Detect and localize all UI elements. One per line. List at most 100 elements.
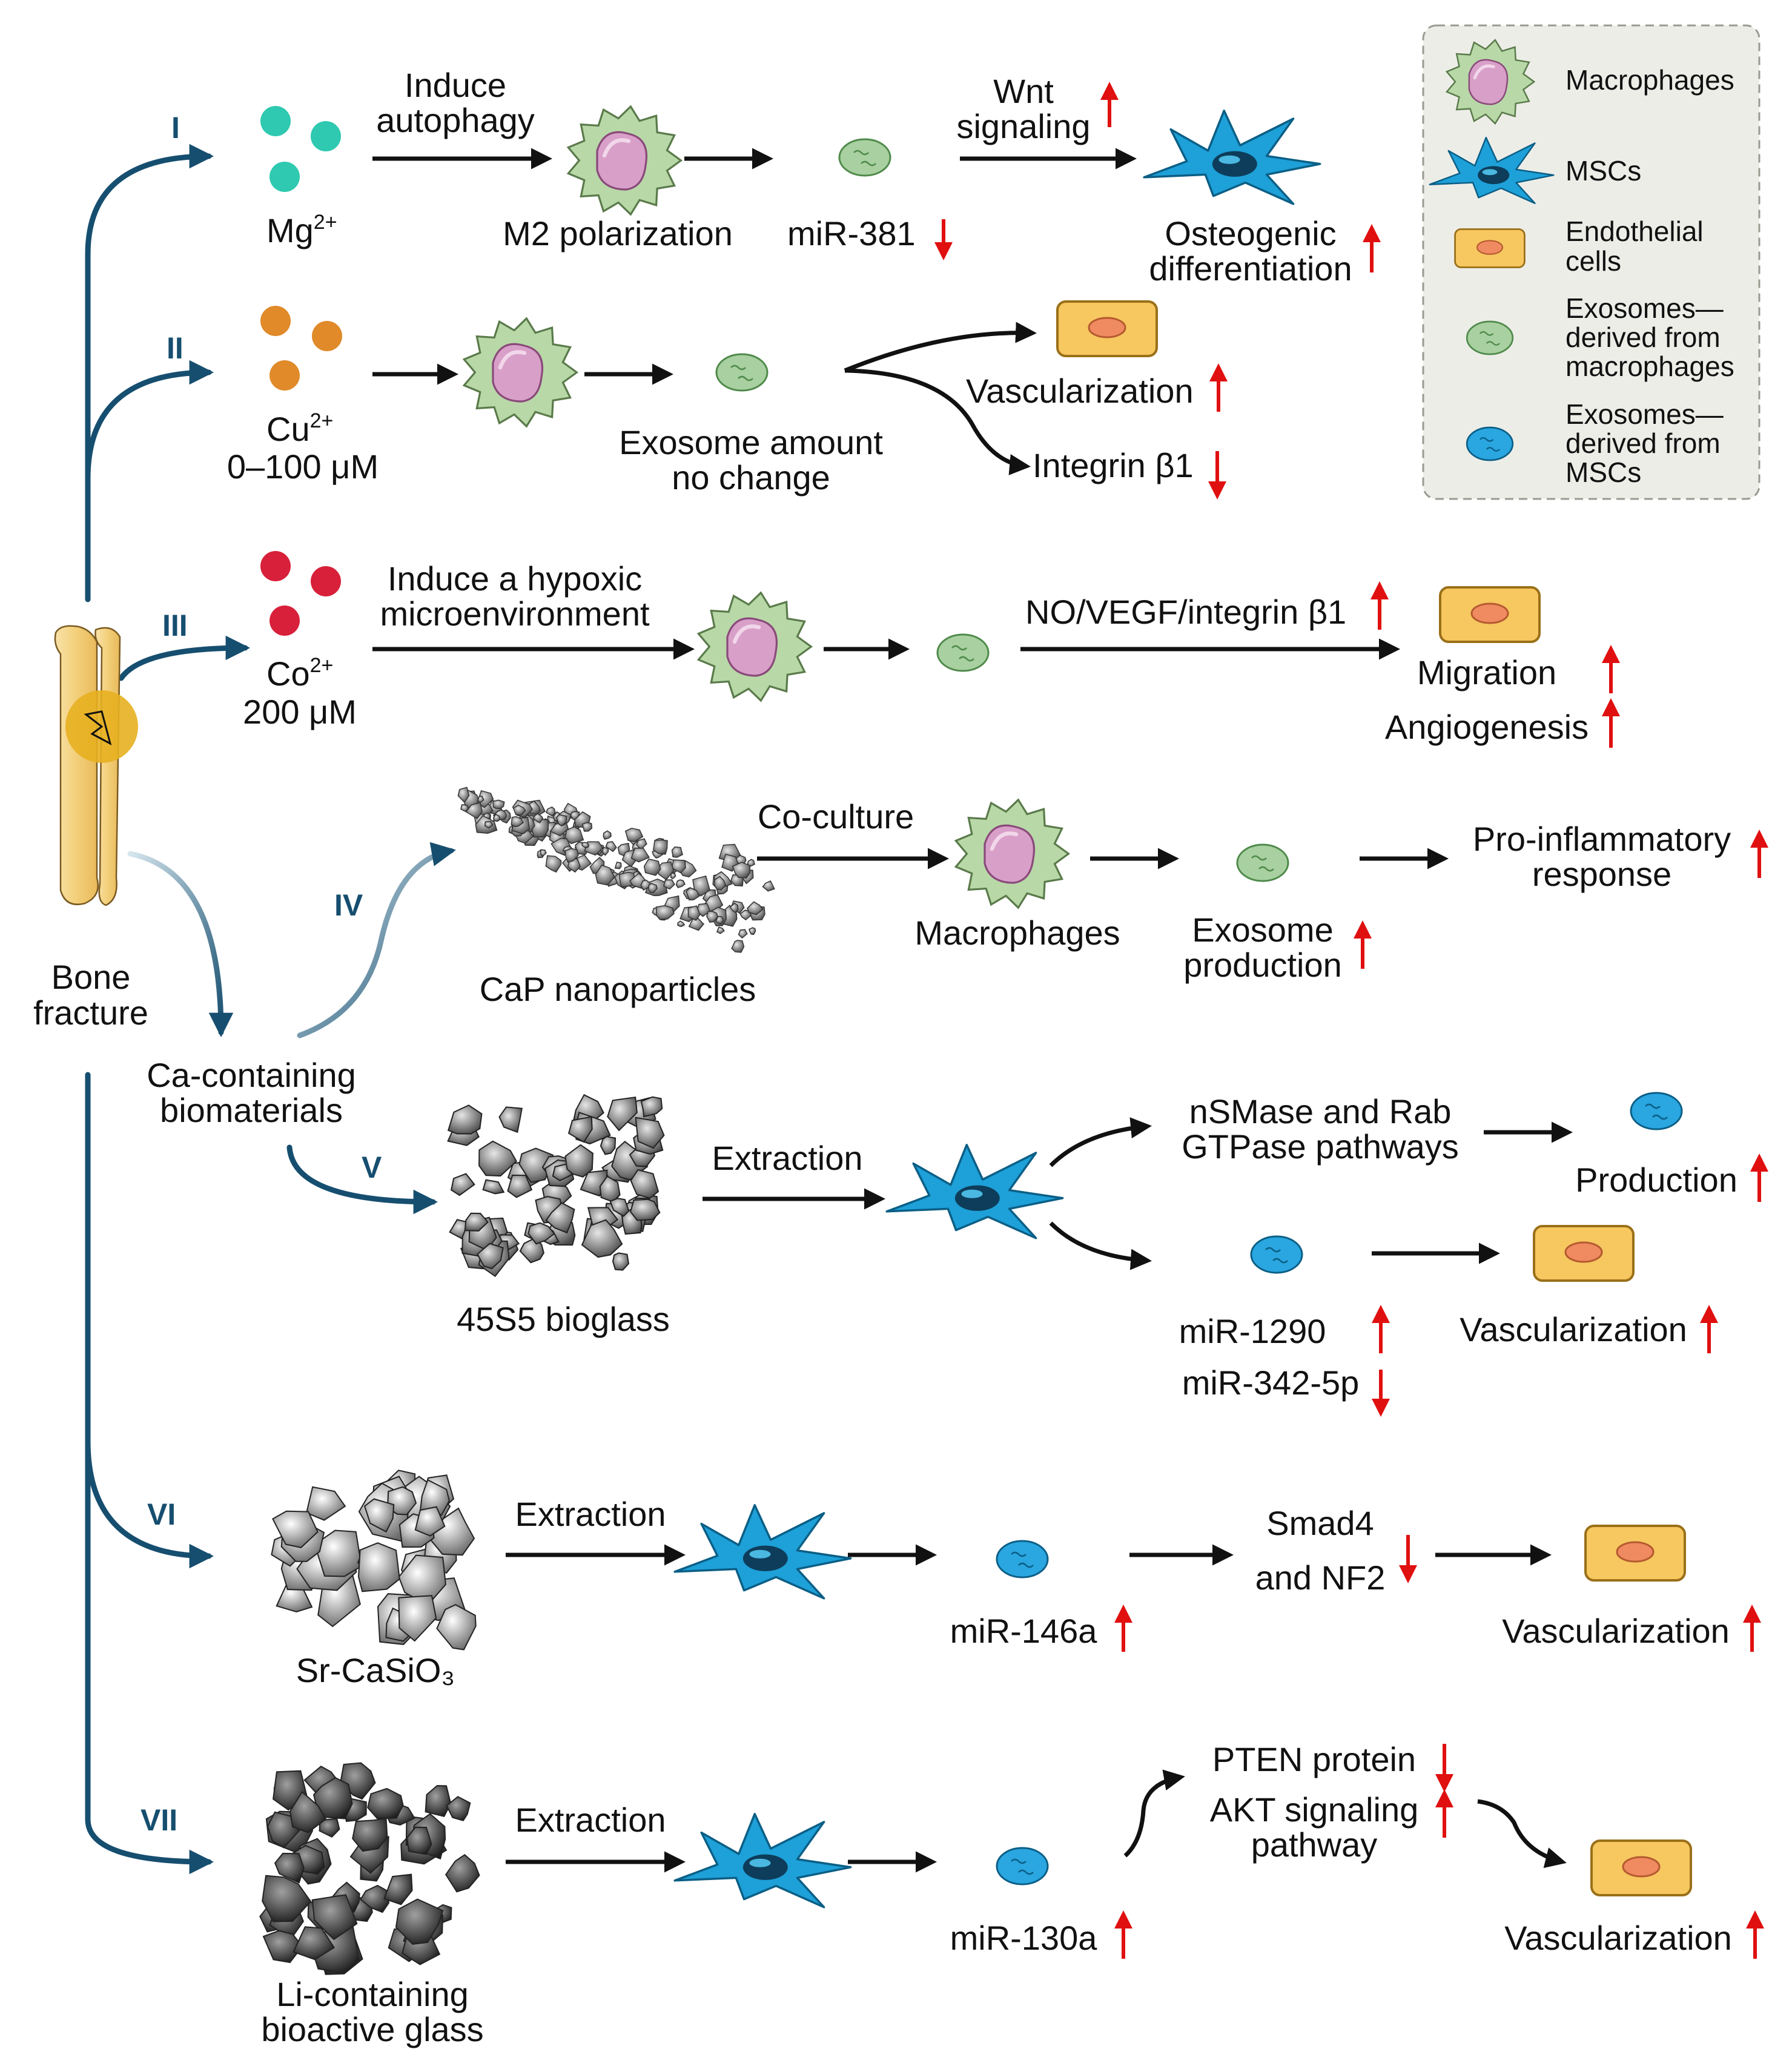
migration-label: Migration	[1417, 653, 1556, 691]
cap-particle	[540, 849, 547, 857]
osteogenic-label: Osteogenic	[1165, 214, 1336, 252]
cap-particle	[564, 848, 579, 863]
arrow-V-up-branch	[1049, 1117, 1152, 1167]
exosome-rna	[1018, 1562, 1034, 1568]
cap-particle	[640, 879, 652, 891]
exosome-rna	[730, 365, 746, 371]
exosome-body	[1250, 1235, 1303, 1274]
bone-fracture-label-2: fracture	[33, 994, 148, 1032]
rock-fragment	[262, 1875, 312, 1922]
cap-particle	[511, 816, 524, 827]
bone-branches	[85, 144, 456, 1875]
induce-hypoxic-2: microenvironment	[380, 595, 649, 633]
co-label: Co2+	[266, 654, 333, 693]
rock-fragment	[363, 1498, 395, 1533]
branch-V	[286, 1144, 438, 1215]
exosome-body	[996, 1847, 1049, 1886]
macrophage-highlight	[732, 624, 761, 644]
cu-ions	[260, 306, 342, 391]
cap-particle	[493, 813, 501, 822]
exosome-rna	[951, 645, 967, 651]
branch-VI-VII-trunk	[85, 1072, 214, 1875]
no-vegf-label: NO/VEGF/integrin β1	[1025, 593, 1346, 631]
mg-ion	[260, 106, 291, 136]
arrow-II-down-branch	[844, 368, 1031, 475]
numerals: I II III IV V VI VII	[141, 111, 382, 1837]
endothelial-VII	[1590, 1839, 1692, 1896]
mir146a-label: miR-146a	[950, 1612, 1098, 1650]
pathway-V: 45S5 bioglass Extraction nSMase and Rab …	[447, 1092, 1768, 1417]
exosome-rna	[1480, 331, 1494, 336]
cap-particle	[614, 862, 622, 869]
rock-fragment	[262, 1930, 303, 1964]
rock-fragment	[305, 1486, 346, 1521]
cap-particle	[545, 855, 562, 873]
exosome-rna	[1018, 1869, 1034, 1875]
legend-label-exo-msc-3: MSCs	[1566, 457, 1641, 488]
legend-icon-endothelial	[1454, 228, 1526, 268]
rock-fragment	[478, 1140, 517, 1177]
rock-fragment	[640, 1096, 663, 1118]
rock-fragment	[581, 1219, 623, 1258]
pathway-I: Mg2+ Induce autophagy M2 polarization mi…	[260, 66, 1381, 288]
branch-IV	[297, 842, 456, 1038]
cap-particle	[687, 905, 701, 921]
rock-fragment	[630, 1198, 661, 1221]
rock-fragment	[607, 1096, 638, 1132]
exosome-macrophage-II	[715, 353, 769, 392]
angiogenesis-label: Angiogenesis	[1385, 708, 1589, 746]
branch-III	[118, 635, 251, 681]
rock-fragment	[419, 1479, 450, 1516]
bone-tibia	[54, 625, 99, 905]
sr-casio3-image	[271, 1470, 477, 1651]
cap-particle	[545, 806, 556, 817]
cu-ion	[269, 360, 300, 391]
induce-autophagy-2: autophagy	[376, 101, 535, 139]
rock-fragment	[545, 1202, 575, 1234]
macrophage-IV	[954, 798, 1071, 909]
ca-containing-label-1: Ca-containing	[147, 1056, 356, 1094]
arrow-V-down-branch	[1049, 1221, 1152, 1270]
exosome-body	[715, 353, 769, 392]
branch-ca	[127, 851, 234, 1038]
cap-particle	[477, 796, 484, 803]
exosome-rna	[1011, 1551, 1027, 1557]
li-bioactive-label-1: Li-containing	[276, 1975, 469, 2013]
cap-particle	[762, 880, 775, 892]
mg-ion	[269, 162, 300, 192]
cap-particle	[653, 839, 668, 855]
cap-particle	[647, 883, 658, 893]
exosome-rna	[853, 150, 869, 156]
rock-fragment	[518, 1147, 554, 1183]
cap-particle	[671, 859, 686, 874]
numeral-II: II	[167, 331, 183, 365]
numeral-VII: VII	[141, 1803, 177, 1837]
cap-particle	[732, 862, 751, 879]
pathway-II: Cu2+ 0–100 μM Exosome amount no change V…	[227, 300, 1228, 500]
legend-label-macrophages: Macrophages	[1566, 64, 1734, 96]
cap-particle	[532, 813, 544, 823]
pathway-VII: Li-containing bioactive glass Extraction…	[259, 1740, 1764, 2048]
induce-autophagy-1: Induce	[405, 66, 506, 104]
exosome-rna	[1251, 855, 1267, 861]
exosome-amount-2: no change	[672, 458, 830, 497]
cap-particle	[581, 822, 593, 832]
signaling-label: signaling	[956, 107, 1090, 145]
rock-fragment	[635, 1117, 665, 1149]
bone-fibula	[94, 627, 121, 906]
cap-particle	[465, 802, 483, 819]
numeral-V: V	[362, 1150, 382, 1184]
pathway-IV: CaP nanoparticles Co-culture Macrophages…	[457, 787, 1768, 1008]
exosome-macrophage-III	[936, 633, 990, 672]
branch-II	[85, 360, 214, 602]
legend-label-exo-msc-1: Exosomes—	[1566, 398, 1724, 430]
exosome-msc-V-top	[1630, 1092, 1683, 1130]
exosome-rna	[1652, 1114, 1668, 1120]
ca-containing-label-2: biomaterials	[160, 1091, 343, 1129]
msc-nucleus-highlight	[961, 1189, 983, 1198]
exosome-body	[838, 138, 891, 177]
bone-illustration: Bone fracture Ca-containing biomaterials	[33, 625, 356, 1129]
exosome-macrophage-I	[838, 138, 891, 177]
cap-particle	[706, 911, 719, 923]
